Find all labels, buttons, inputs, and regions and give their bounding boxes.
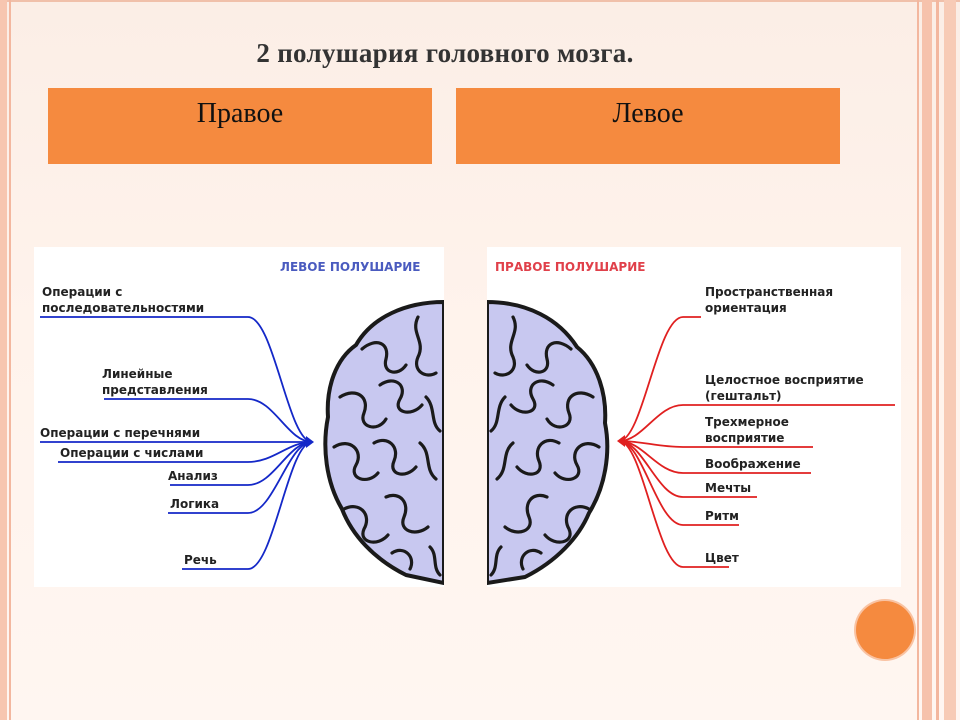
left-connector-line [104, 398, 313, 443]
frame-border-1 [0, 0, 7, 720]
header-left: Левое [456, 88, 840, 164]
right-function-label: ориентация [705, 301, 787, 315]
left-function-label: Операции с перечнями [40, 426, 200, 440]
right-panel-title: ПРАВОЕ ПОЛУШАРИЕ [495, 260, 645, 274]
right-connector-line [618, 440, 729, 568]
right-connector-line [618, 440, 739, 526]
left-function-label: последовательностями [42, 301, 204, 315]
right-connector-line [618, 316, 701, 442]
left-connector-line [40, 316, 313, 443]
right-connector-lines [617, 316, 895, 568]
header-right: Правое [48, 88, 432, 164]
right-connector-line [618, 404, 895, 442]
brain-left-half [323, 300, 444, 585]
slide-title: 2 полушария головного мозга. [256, 38, 634, 68]
right-hemisphere-diagram: ПРАВОЕ ПОЛУШАРИЕ Пространственная ориента… [487, 260, 895, 585]
right-function-label: Цвет [705, 551, 739, 565]
left-function-label: Логика [170, 497, 219, 511]
right-function-label: Целостное восприятие [705, 373, 864, 387]
left-function-label: Речь [184, 553, 217, 567]
left-function-label: Операции с [42, 285, 122, 299]
brain-right-half [487, 300, 610, 585]
right-function-label: (гештальт) [705, 389, 782, 403]
header-right-label: Правое [196, 98, 284, 129]
left-function-label: Анализ [168, 469, 218, 483]
frame-border-4 [922, 0, 932, 720]
left-hemisphere-diagram: ЛЕВОЕ ПОЛУШАРИЕ Операции с последовательн… [40, 260, 444, 585]
right-function-label: Пространственная [705, 285, 833, 299]
left-connector-lines [40, 316, 314, 570]
decorative-circle [856, 601, 914, 659]
left-hemisphere-panel: ЛЕВОЕ ПОЛУШАРИЕ Операции с последовательн… [34, 247, 444, 587]
left-panel-title: ЛЕВОЕ ПОЛУШАРИЕ [280, 260, 421, 274]
left-function-label: Операции с числами [60, 446, 203, 460]
right-function-label: Ритм [705, 509, 739, 523]
left-function-label: Линейные [102, 367, 173, 381]
right-hemisphere-panel: ПРАВОЕ ПОЛУШАРИЕ Пространственная ориента… [487, 247, 901, 587]
frame-border-6 [944, 0, 956, 720]
frame-border-5 [936, 0, 939, 720]
left-function-label: представления [102, 383, 208, 397]
left-connector-line [182, 441, 313, 570]
frame-border-3 [917, 0, 919, 720]
right-function-label: Трехмерное [705, 415, 789, 429]
right-function-label: Воображение [705, 457, 801, 471]
frame-border-2 [9, 0, 11, 720]
right-function-label: восприятие [705, 431, 784, 445]
left-connector-line [168, 441, 313, 514]
frame-top-border [0, 0, 960, 2]
header-left-label: Левое [612, 98, 684, 129]
right-function-label: Мечты [705, 481, 751, 495]
